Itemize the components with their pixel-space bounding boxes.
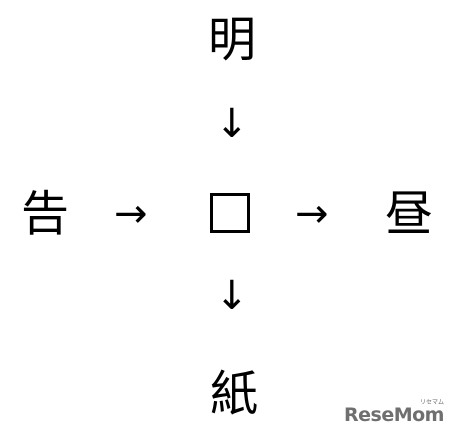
blank-answer-box [210, 193, 250, 233]
resemom-logo: リセマム ReseMom [344, 400, 460, 434]
right-kanji: 昼 [385, 186, 434, 242]
top-kanji: 明 [208, 12, 257, 68]
arrow-right-left-icon: → [114, 191, 148, 237]
arrow-right-right-icon: → [295, 191, 329, 237]
arrow-down-top-icon: ↓ [215, 101, 249, 147]
arrow-down-bottom-icon: ↓ [215, 273, 249, 319]
bottom-kanji: 紙 [210, 366, 259, 422]
logo-text: ReseMom [344, 404, 444, 426]
logo-subtext: リセマム [420, 399, 445, 406]
left-kanji: 告 [21, 186, 70, 242]
